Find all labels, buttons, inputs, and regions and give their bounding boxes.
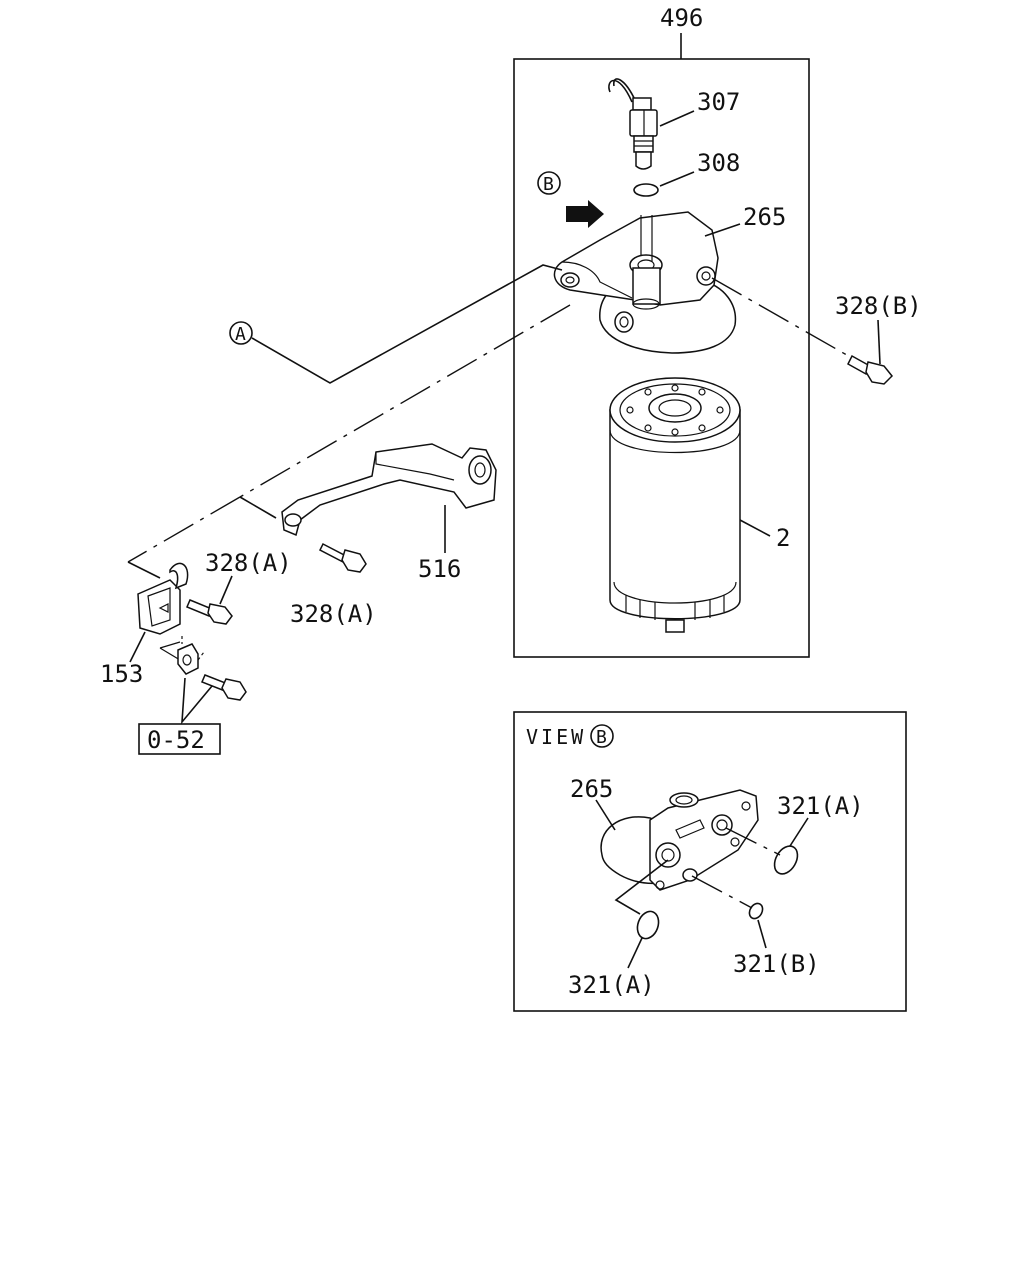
marker-a-circle [229, 321, 253, 345]
marker-b-letter: B [543, 174, 554, 195]
oring-308-leader [659, 171, 695, 187]
view-oring-a-lower [636, 910, 660, 940]
oring-308 [633, 183, 659, 197]
bolt-a-lower-leader [219, 575, 233, 605]
bolt-a-lower-callout: 328(A) [205, 549, 292, 577]
clamp-leader [129, 631, 146, 663]
marker-a-letter: A [235, 324, 246, 345]
sensor-part [608, 78, 658, 170]
filter-head-leader [704, 223, 741, 237]
filter-element-callout: 2 [776, 524, 790, 552]
filter-element-part [609, 377, 741, 633]
connection-a-line [251, 264, 563, 384]
bolt-b-centerline [711, 277, 853, 359]
reference-callout: 0-52 [147, 726, 205, 754]
reference-bolt-part [201, 674, 247, 701]
view-b-head-part [600, 789, 759, 891]
bolt-b-leader [877, 319, 881, 365]
sensor-callout: 307 [697, 88, 740, 116]
view-oring-a-lower-axis [614, 859, 669, 915]
filter-head-callout: 265 [743, 203, 786, 231]
view-oring-b-callout: 321(B) [733, 950, 820, 978]
bolt-a-lower-part [186, 599, 233, 625]
oring-308-callout: 308 [697, 149, 740, 177]
clamp-part [137, 562, 205, 675]
view-oring-a-lower-leader [627, 937, 643, 969]
bolt-a-upper-part [318, 542, 367, 573]
connection-dashline-lower [127, 496, 241, 563]
connection-end [127, 561, 161, 579]
view-oring-a-lower-callout: 321(A) [568, 971, 655, 999]
view-b-title-circle [590, 724, 614, 748]
marker-b-circle [537, 171, 561, 195]
sensor-leader [659, 110, 695, 127]
assembly-box [513, 33, 810, 658]
view-head-leader [595, 799, 616, 831]
clamp-callout: 153 [100, 660, 143, 688]
bracket-callout: 516 [418, 555, 461, 583]
bracket-part [281, 443, 497, 537]
view-oring-a-upper-leader [789, 817, 809, 847]
bolt-b-callout: 328(B) [835, 292, 922, 320]
filter-head-part [553, 211, 737, 354]
view-b-panel [513, 711, 907, 1012]
view-oring-a-upper [773, 845, 799, 875]
bolt-b-part [847, 354, 894, 385]
connection-dashline-upper [239, 304, 571, 498]
view-b-title: VIEW [526, 725, 586, 749]
view-oring-b-leader [757, 919, 767, 949]
view-oring-a-upper-axis [725, 827, 781, 856]
reference-box [138, 723, 221, 755]
assembly-callout: 496 [660, 4, 703, 32]
bracket-link-line [239, 496, 277, 519]
view-arrow-icon [566, 200, 604, 228]
filter-element-leader [739, 519, 771, 537]
view-b-title-marker: B [596, 727, 607, 748]
view-oring-a-upper-callout: 321(A) [777, 792, 864, 820]
view-oring-b-axis [691, 875, 753, 909]
view-head-callout: 265 [570, 775, 613, 803]
view-oring-b [748, 902, 764, 920]
reference-leader [181, 677, 213, 725]
bolt-a-upper-callout: 328(A) [290, 600, 377, 628]
